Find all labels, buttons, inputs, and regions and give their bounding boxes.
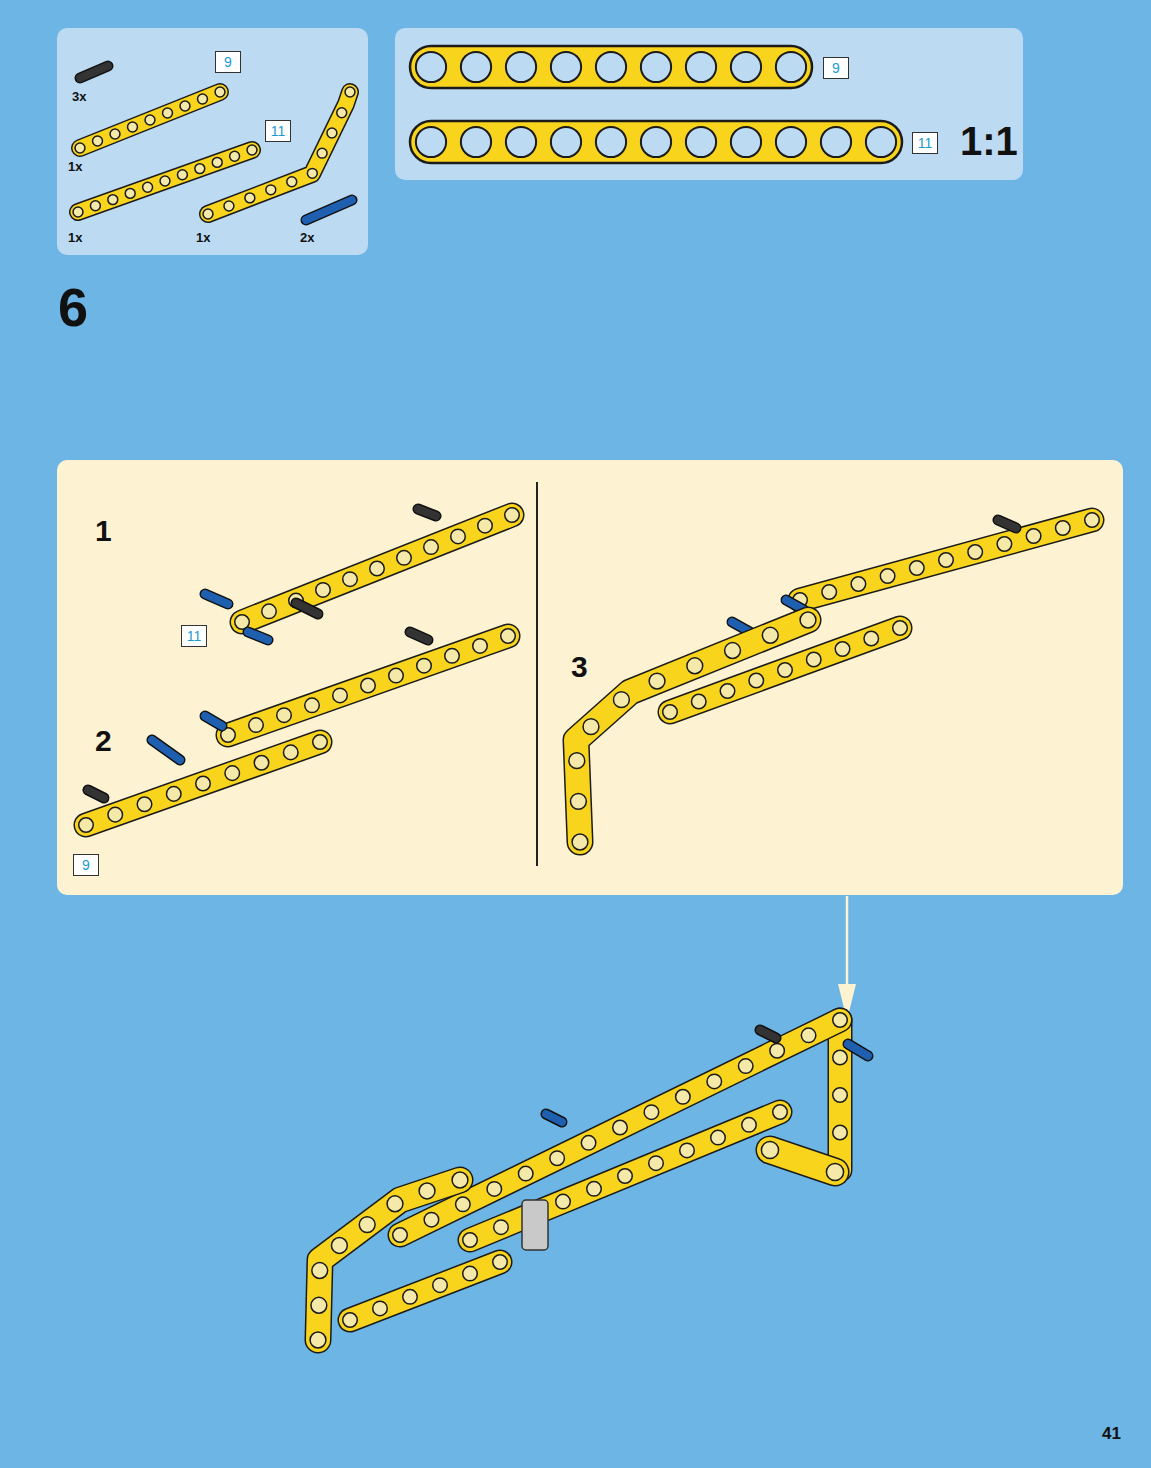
beam xyxy=(235,508,520,630)
pin-black xyxy=(410,632,428,640)
beam xyxy=(663,621,908,720)
scale-note: 1:1 xyxy=(960,121,1018,161)
part-length-box: 9 xyxy=(823,57,849,79)
part-count: 1x xyxy=(68,160,82,173)
substep-number: 2 xyxy=(95,726,112,756)
axle-pin-blue xyxy=(248,632,268,640)
pin-black xyxy=(998,520,1016,528)
substep-number: 1 xyxy=(95,516,112,546)
scale-beam xyxy=(410,46,812,88)
pin-black xyxy=(760,1030,776,1038)
part-length-box: 11 xyxy=(181,625,207,647)
scale-panel-ground xyxy=(395,28,1023,180)
beam xyxy=(221,629,516,743)
part-length: 9 xyxy=(82,858,90,872)
axle-pin-blue xyxy=(546,1114,562,1122)
pin-black xyxy=(296,603,318,614)
beam xyxy=(793,513,1100,608)
beam xyxy=(203,87,355,219)
pin-black xyxy=(80,66,108,78)
scale-beam xyxy=(410,121,902,163)
axle-pin-blue xyxy=(205,716,222,726)
divider xyxy=(536,482,538,866)
part-length-box: 11 xyxy=(265,120,291,142)
pin-black xyxy=(88,790,104,798)
beam xyxy=(761,1141,843,1180)
beam xyxy=(833,1013,848,1178)
part-length-box: 9 xyxy=(215,51,241,73)
axle-pin-blue xyxy=(205,594,228,604)
panel: 1:1 9 11 xyxy=(395,28,1023,180)
parts-panel-ground xyxy=(57,28,368,255)
beam xyxy=(569,612,816,850)
axle-pin-blue xyxy=(152,740,180,760)
connector-grey xyxy=(522,1200,548,1250)
part-count: 2x xyxy=(300,231,314,244)
part-count: 3x xyxy=(72,90,86,103)
substep-number: 3 xyxy=(571,652,588,682)
part-length: 11 xyxy=(271,124,286,138)
step-number: 6 xyxy=(58,280,88,334)
part-length-box: 11 xyxy=(912,132,938,154)
beam xyxy=(79,735,328,833)
substep-panel-ground xyxy=(57,460,1123,895)
part-count: 1x xyxy=(196,231,210,244)
axle-pin-blue xyxy=(306,200,352,220)
beam xyxy=(343,1255,508,1328)
part-length: 9 xyxy=(832,61,840,75)
part-length: 9 xyxy=(224,55,232,69)
part-count: 1x xyxy=(68,231,82,244)
axle-pin-blue xyxy=(848,1044,868,1056)
beam xyxy=(310,1172,468,1348)
pin-black xyxy=(418,509,436,516)
part-length-box: 9 xyxy=(73,854,99,876)
beam xyxy=(75,87,225,153)
beam xyxy=(73,145,257,217)
beam xyxy=(393,1013,848,1243)
panel: 1 2 3 11 9 xyxy=(57,460,1123,895)
part-length: 11 xyxy=(918,136,933,150)
page-number: 41 xyxy=(1102,1425,1121,1442)
part-length: 11 xyxy=(187,629,202,643)
panel: 3x 1x 1x 1x 2x 9 11 xyxy=(57,28,368,255)
beam xyxy=(463,1105,788,1248)
